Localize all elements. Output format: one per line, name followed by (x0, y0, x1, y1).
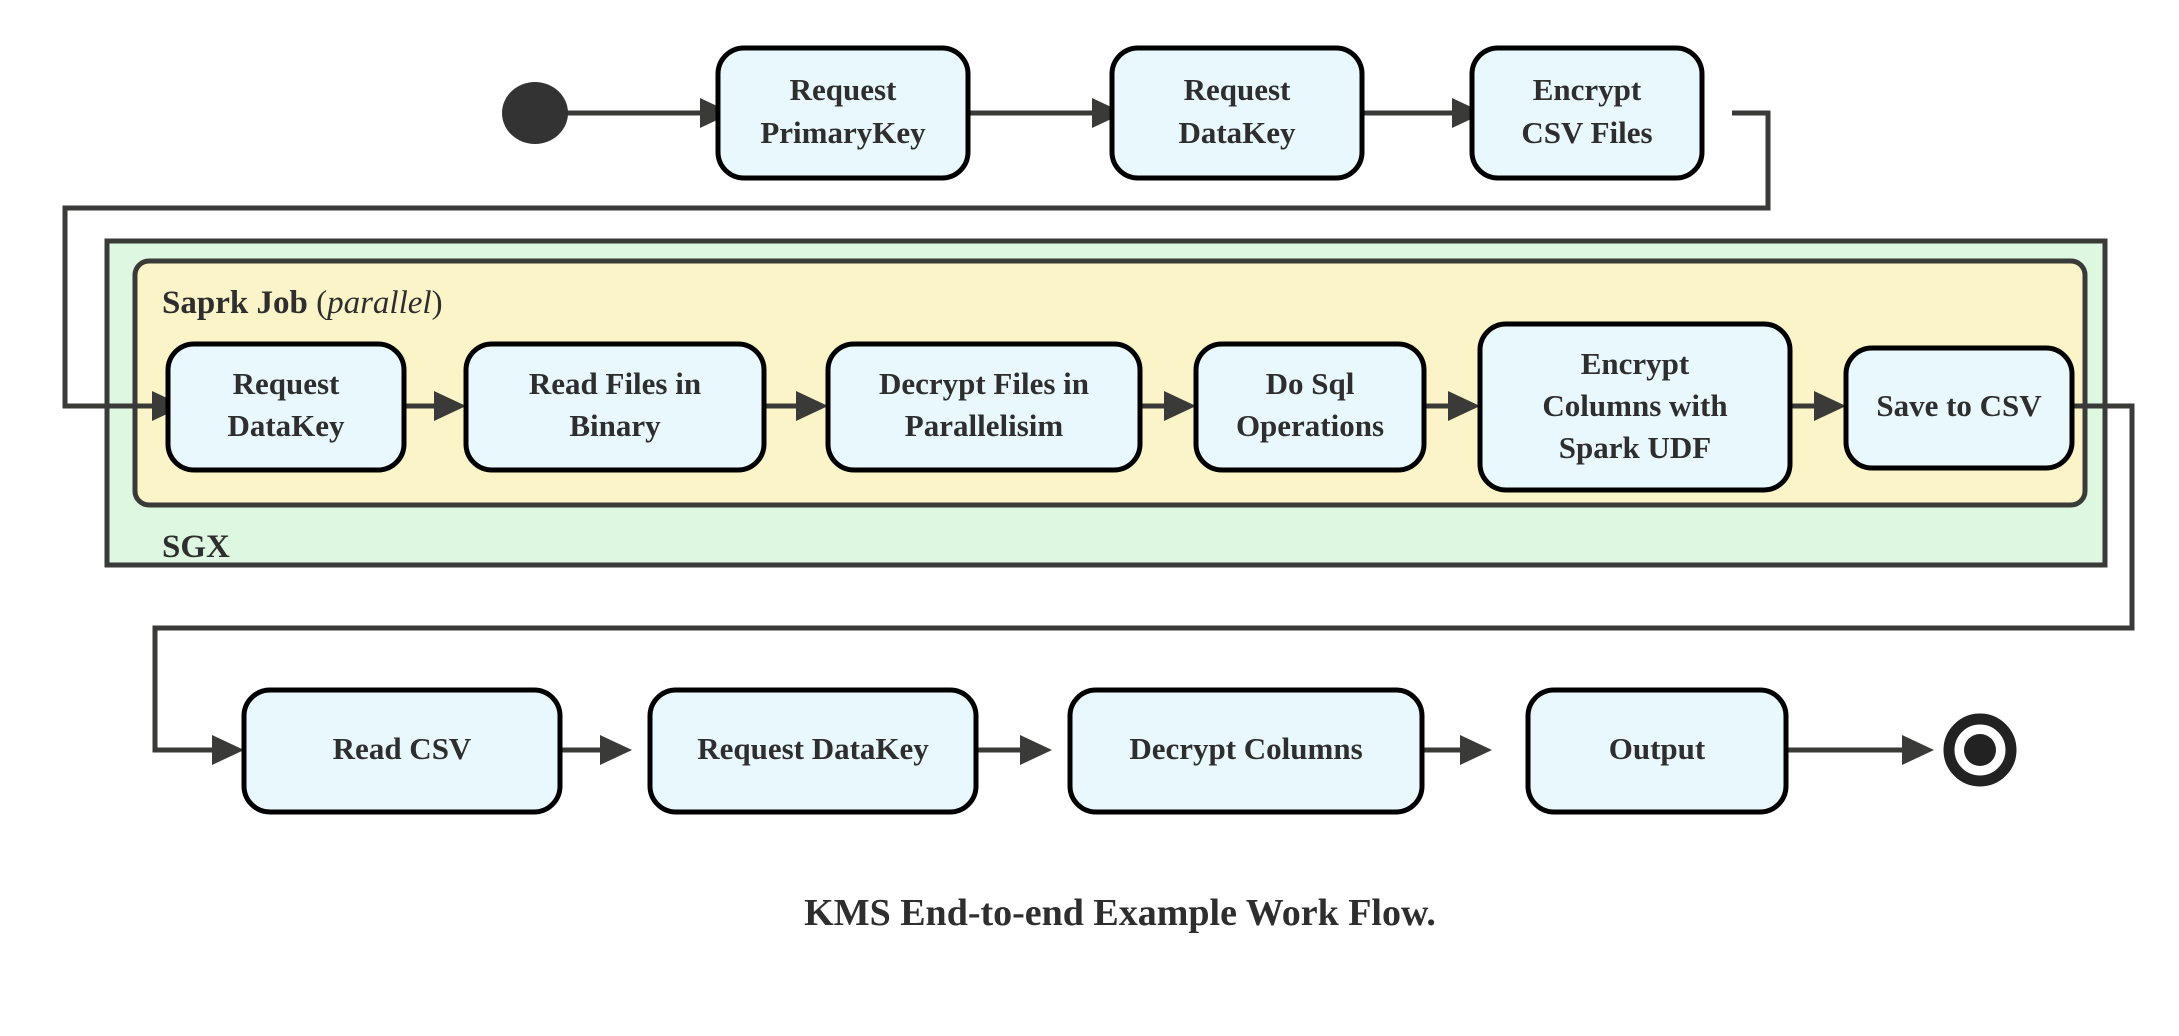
node-decrypt-files-in-parallelisim[interactable]: Decrypt Files in Parallelisim (825, 341, 1143, 473)
node-read-files-in-binary[interactable]: Read Files in Binary (463, 341, 767, 473)
node-save-to-csv-line-1: Save to CSV (1876, 388, 2042, 423)
node-decrypt-files-in-parallelisim-line-1: Decrypt Files in (879, 366, 1089, 401)
node-request-datakey-spark-line-2: DataKey (227, 408, 345, 443)
edge-do-sql-to-encrypt-columns (1424, 391, 1480, 421)
node-encrypt-columns-line-1: Encrypt (1581, 346, 1690, 381)
node-request-primarykey-line-1: Request (790, 72, 897, 107)
node-output-line-1: Output (1609, 731, 1706, 766)
spark-job-label: Saprk Job (parallel) (162, 285, 443, 321)
node-request-primarykey[interactable]: Request PrimaryKey (715, 45, 971, 181)
node-request-datakey-bottom[interactable]: Request DataKey (647, 687, 979, 815)
start-node (502, 82, 568, 144)
edge-read-csv-to-request-datakey-bottom (560, 735, 632, 765)
node-encrypt-csv-files-line-2: CSV Files (1521, 115, 1652, 150)
node-encrypt-columns-line-2: Columns with (1542, 388, 1727, 423)
spark-job-label-bold: Saprk Job (162, 285, 308, 321)
node-read-csv-line-1: Read CSV (333, 731, 472, 766)
node-decrypt-columns[interactable]: Decrypt Columns (1067, 687, 1425, 815)
node-encrypt-columns-with-spark-udf[interactable]: Encrypt Columns with Spark UDF (1477, 321, 1793, 493)
node-save-to-csv[interactable]: Save to CSV (1843, 345, 2075, 471)
spark-job-label-italic: parallel (325, 285, 432, 321)
edge-save-csv-to-read-csv (152, 403, 2135, 765)
edge-decrypt-columns-to-output (1422, 735, 1492, 765)
edge-decrypt-files-to-do-sql (1140, 391, 1196, 421)
edge-datakey-to-encrypt-csv (1362, 98, 1484, 128)
edge-start-to-request-primarykey (548, 98, 732, 128)
node-decrypt-files-in-parallelisim-line-2: Parallelisim (905, 408, 1064, 443)
node-request-datakey-spark[interactable]: Request DataKey (165, 341, 407, 473)
node-request-primarykey-line-2: PrimaryKey (760, 115, 926, 150)
node-encrypt-columns-line-3: Spark UDF (1559, 430, 1711, 465)
node-output[interactable]: Output (1525, 687, 1789, 815)
edge-primarykey-to-datakey (968, 98, 1124, 128)
node-decrypt-columns-line-1: Decrypt Columns (1129, 731, 1362, 766)
node-read-csv[interactable]: Read CSV (241, 687, 563, 815)
node-request-datakey-top-line-2: DataKey (1178, 115, 1296, 150)
edge-datakey-to-read-files (404, 391, 466, 421)
node-request-datakey-top[interactable]: Request DataKey (1109, 45, 1365, 181)
node-do-sql-operations[interactable]: Do Sql Operations (1193, 341, 1427, 473)
edge-request-datakey-to-decrypt-columns (976, 735, 1052, 765)
node-read-files-in-binary-line-1: Read Files in (529, 366, 701, 401)
node-do-sql-operations-line-2: Operations (1236, 408, 1384, 443)
node-encrypt-csv-files[interactable]: Encrypt CSV Files (1469, 45, 1705, 181)
edge-encrypt-columns-to-save-csv (1790, 391, 1846, 421)
node-request-datakey-bottom-line-1: Request DataKey (697, 731, 929, 766)
node-request-datakey-top-line-1: Request (1184, 72, 1291, 107)
node-read-files-in-binary-line-2: Binary (569, 408, 661, 443)
sgx-label: SGX (162, 529, 230, 565)
node-do-sql-operations-line-1: Do Sql (1266, 366, 1355, 401)
end-node (1943, 713, 2017, 787)
spark-job-paren-close: ) (432, 285, 443, 321)
node-request-datakey-spark-line-1: Request (233, 366, 340, 401)
edge-output-to-end (1786, 735, 1934, 765)
node-encrypt-csv-files-line-1: Encrypt (1533, 72, 1642, 107)
diagram-caption: KMS End-to-end Example Work Flow. (804, 892, 1436, 934)
spark-job-paren-open: ( (316, 285, 327, 321)
edge-read-files-to-decrypt-files (764, 391, 828, 421)
